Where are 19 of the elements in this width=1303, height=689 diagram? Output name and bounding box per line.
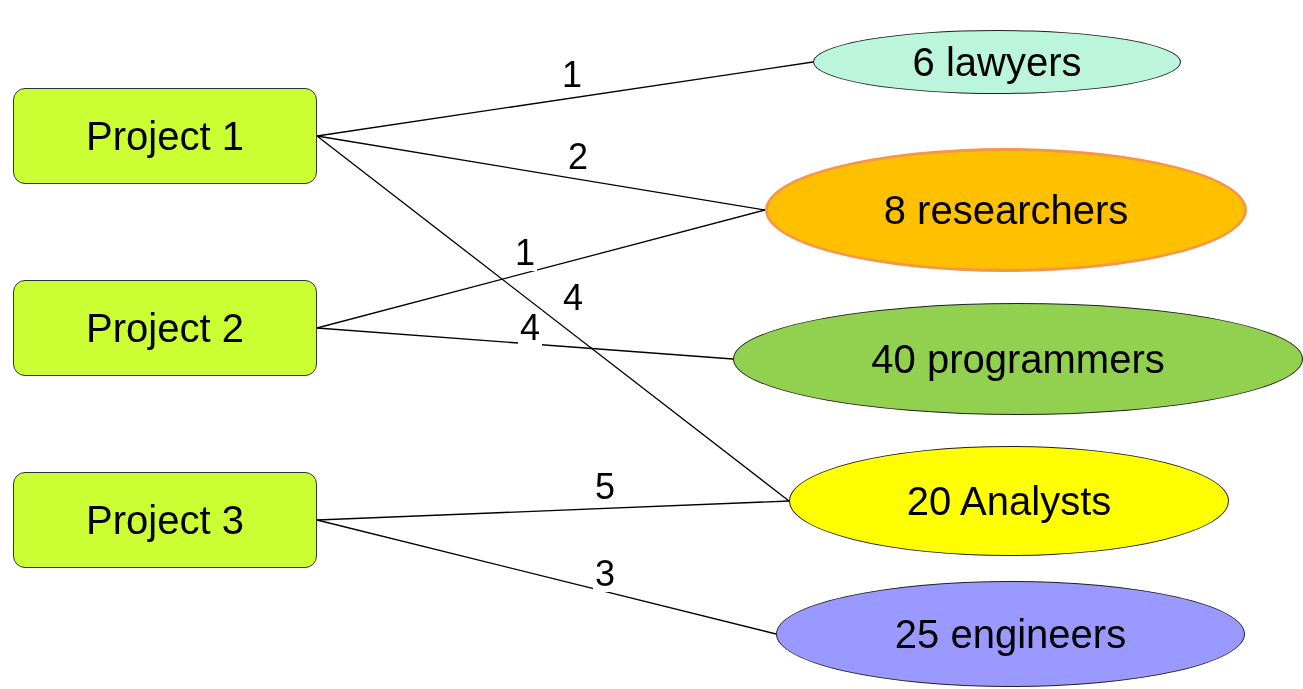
node-label: Project 3 (86, 497, 244, 543)
project-box (13, 88, 317, 184)
project-box (13, 280, 317, 376)
connector-line (316, 327, 734, 360)
connector-line (316, 135, 766, 211)
connector-line (316, 61, 814, 137)
connector-line (316, 209, 766, 329)
node-label: 6 lawyers (912, 39, 1082, 85)
node-label: Project 1 (86, 113, 244, 159)
edge-label: 4 (518, 310, 542, 346)
project-box (13, 472, 317, 568)
connector-line (316, 500, 790, 521)
connector-line (316, 135, 790, 502)
node-label: 25 engineers (894, 611, 1127, 657)
node-label: Project 2 (86, 305, 244, 351)
connector-line (316, 519, 777, 635)
node-label: 8 researchers (883, 187, 1129, 233)
node-label: 40 programmers (871, 336, 1165, 382)
node-label: 20 Analysts (906, 478, 1112, 524)
